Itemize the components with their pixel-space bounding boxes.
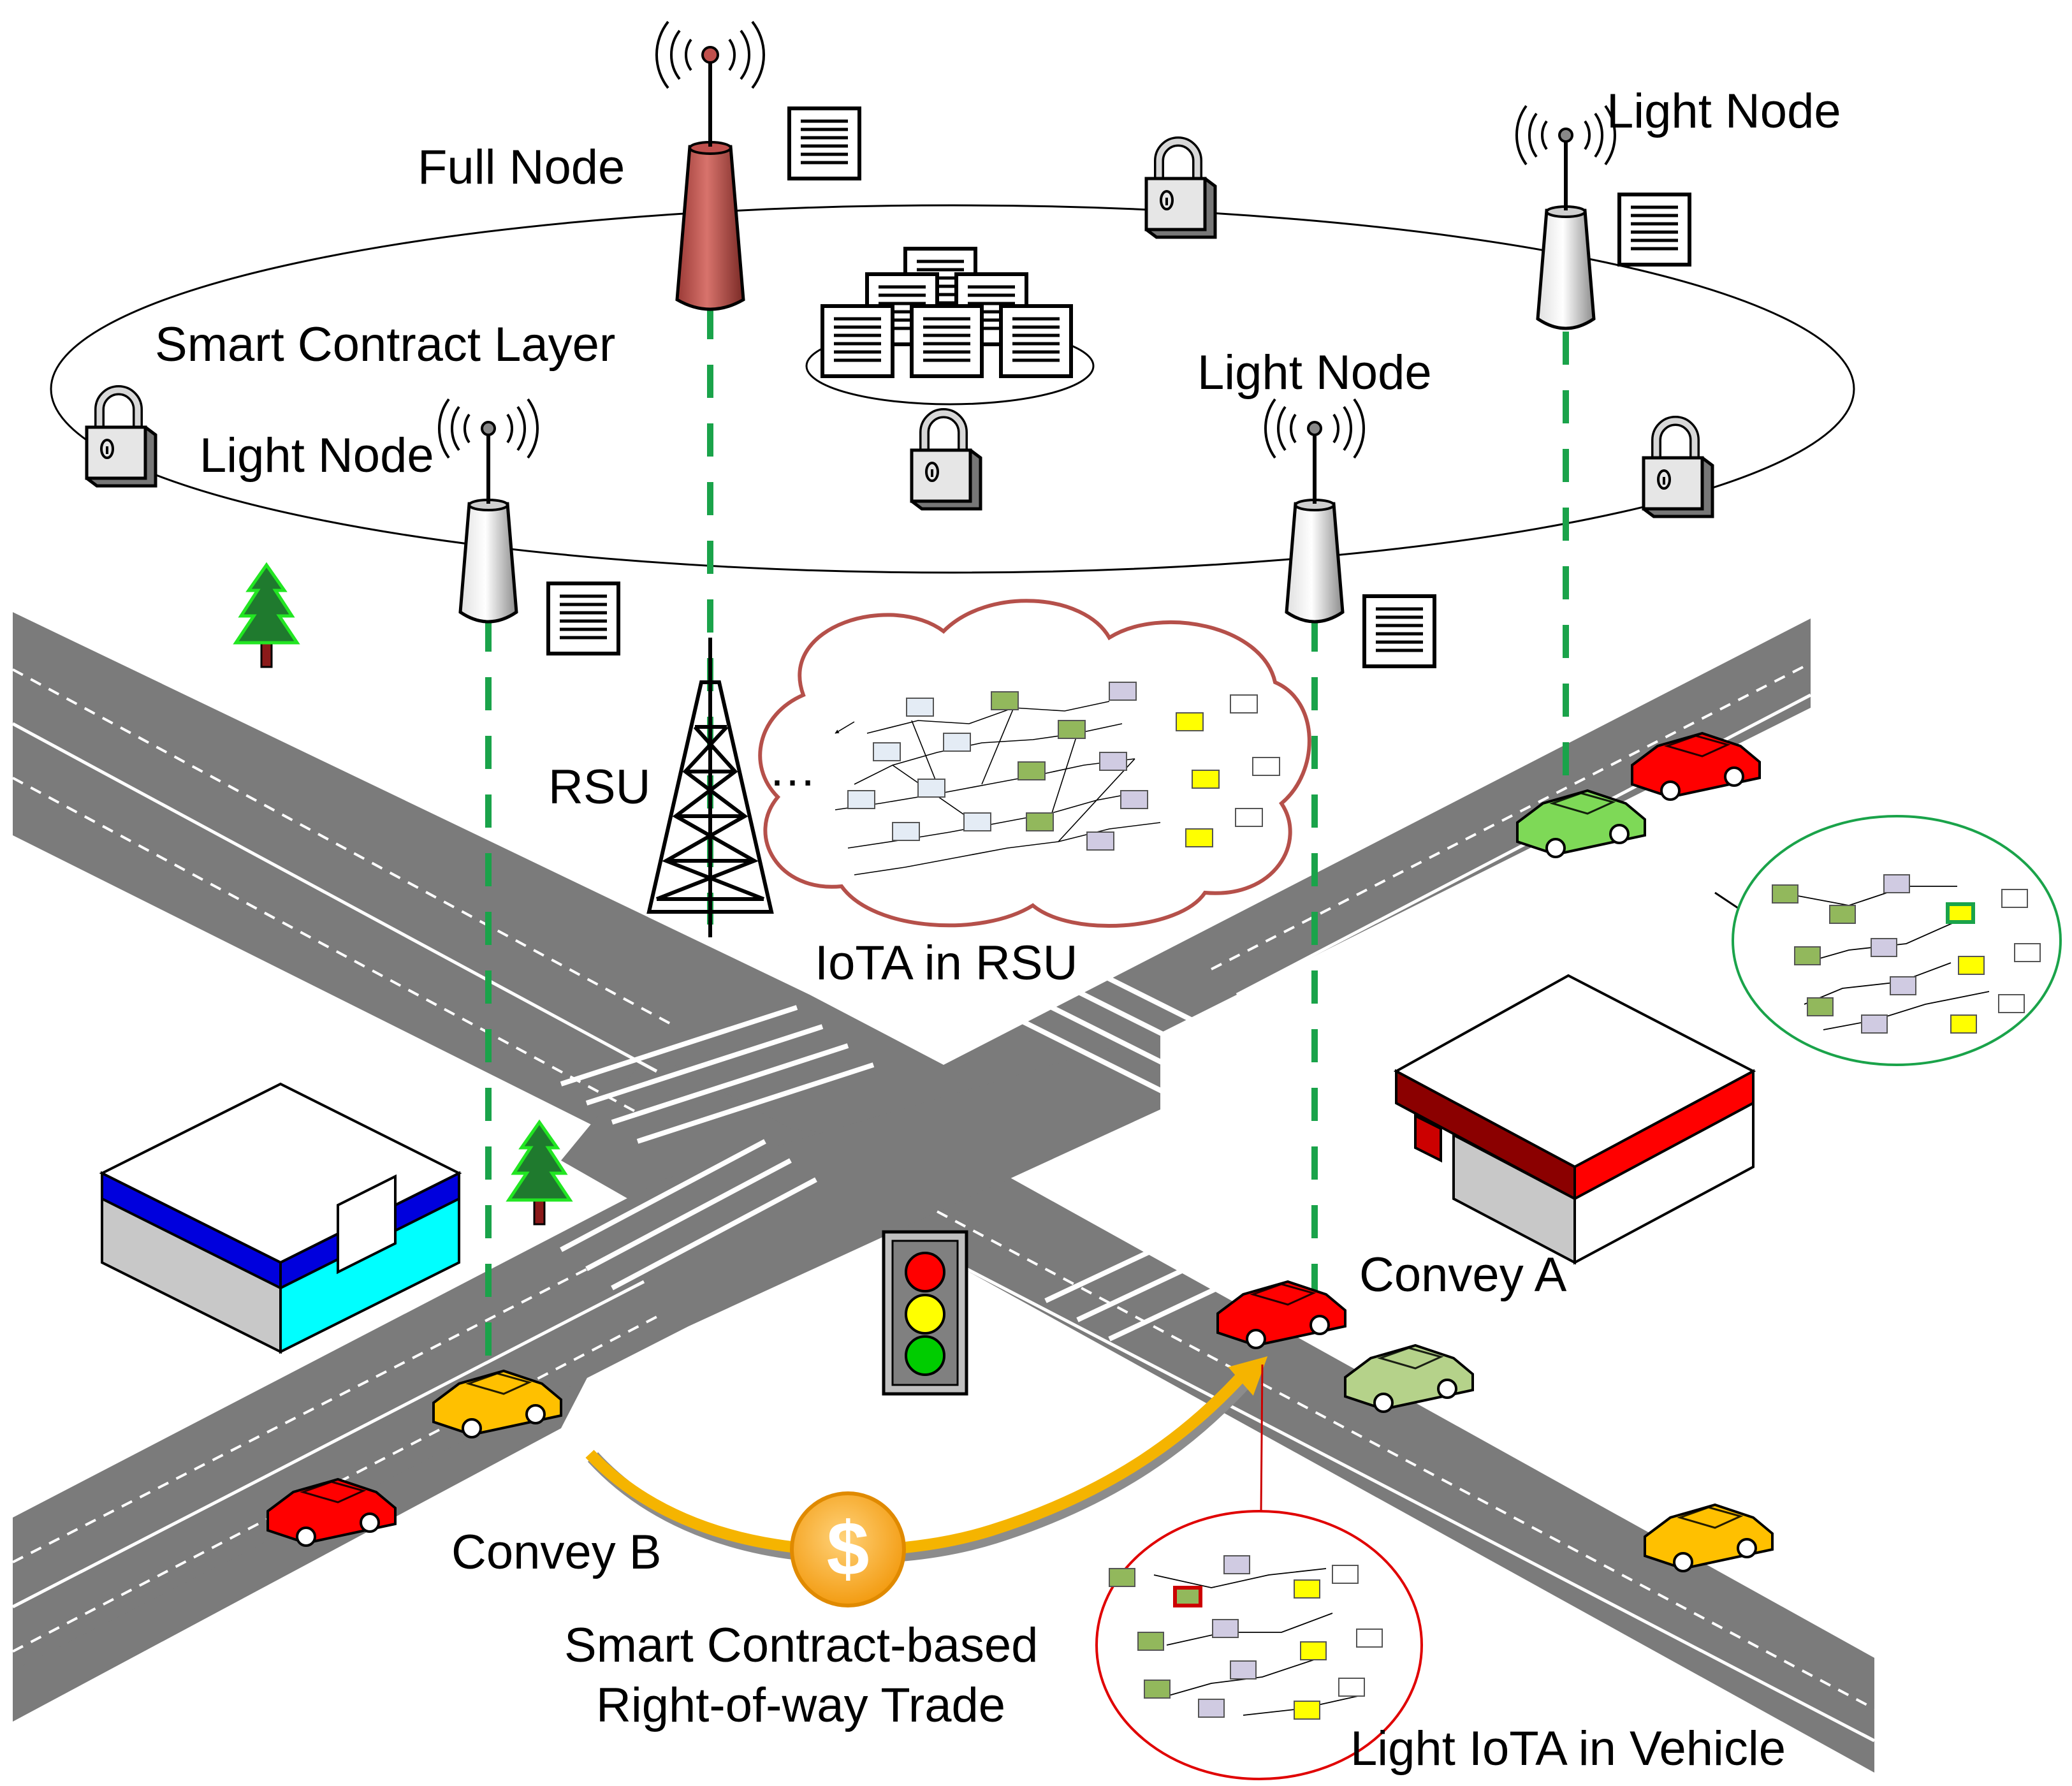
- node-links: [485, 306, 1569, 1358]
- tree-icon: [236, 565, 297, 667]
- padlock-icon: [1146, 142, 1215, 237]
- label-ellipsis: …: [768, 742, 817, 796]
- label-trade-line2: Right-of-way Trade: [596, 1678, 1005, 1732]
- car-icon: [1644, 1504, 1774, 1572]
- label-rsu: RSU: [548, 760, 650, 814]
- building-right: [1393, 974, 1756, 1265]
- label-iota-in-rsu: IoTA in RSU: [815, 936, 1078, 990]
- car-icon: [1216, 1280, 1346, 1349]
- callout-line-red: [1260, 1364, 1264, 1512]
- light-node-tower-icon: [1517, 106, 1615, 328]
- right-of-way-trade-arrow: [585, 1356, 1268, 1564]
- document-icon: [1364, 596, 1434, 666]
- traffic-light-icon: [882, 1230, 968, 1396]
- label-light-iota-vehicle: Light IoTA in Vehicle: [1350, 1722, 1786, 1776]
- light-node-tower-icon: [439, 399, 537, 622]
- light-node-tower-icon: [1266, 399, 1364, 622]
- building-left: [99, 1082, 462, 1354]
- full-node-tower-icon: [655, 20, 765, 311]
- coin-icon: $: [790, 1491, 906, 1607]
- padlock-icon: [912, 413, 981, 509]
- padlock-icon: [1644, 421, 1712, 516]
- smart-contract-layer-ellipse: [50, 204, 1855, 574]
- label-convey-a: Convey A: [1359, 1248, 1567, 1302]
- document-icon: [789, 108, 859, 179]
- car-icon: [1344, 1344, 1474, 1413]
- label-full-node: Full Node: [418, 140, 625, 194]
- document-icon: [1619, 194, 1689, 265]
- iota-tangle-vehicle-green: [1772, 874, 2041, 1034]
- iota-tangle-rsu: [835, 682, 1280, 875]
- label-light-node-top-right: Light Node: [1607, 84, 1841, 138]
- label-trade-line1: Smart Contract-based: [564, 1618, 1038, 1673]
- iota-tangle-vehicle-red: [1109, 1555, 1383, 1720]
- padlock-icon: [87, 390, 156, 486]
- label-light-node-left: Light Node: [200, 428, 434, 483]
- rsu-lattice-tower-icon: [646, 638, 774, 937]
- label-light-node-center: Light Node: [1197, 346, 1432, 400]
- label-convey-b: Convey B: [451, 1525, 662, 1579]
- svg-text:$: $: [827, 1506, 870, 1592]
- contract-documents-stack: [822, 249, 1071, 376]
- document-icon: [548, 583, 618, 654]
- tree-icon: [509, 1122, 570, 1224]
- label-smart-contract-layer: Smart Contract Layer: [155, 318, 615, 372]
